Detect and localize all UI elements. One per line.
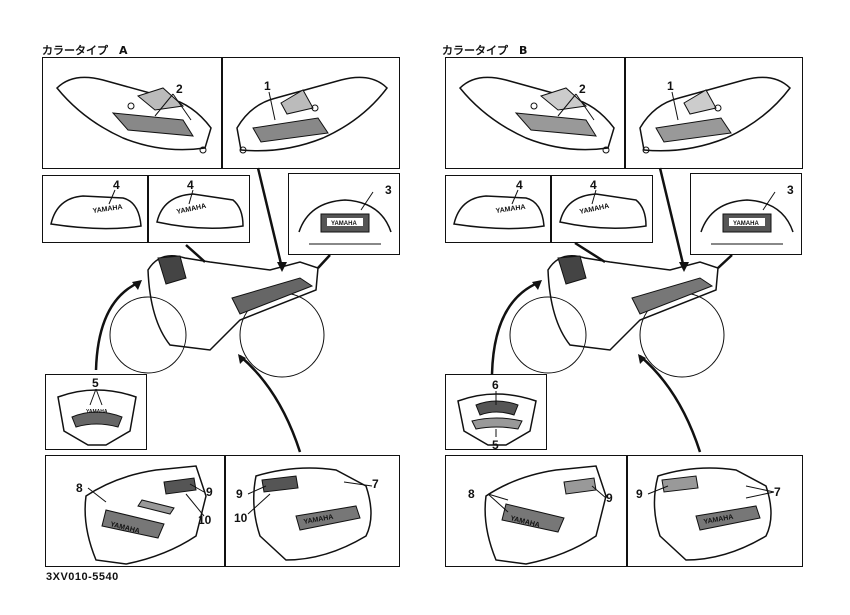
tank-panel-b: YAMAHA 4 YAMAHA 4 [445,175,653,243]
tail-panel-a: YAMAHA 3 [288,173,400,255]
callout-10b-a: 10 [234,511,248,525]
callout-2-a: 2 [176,82,183,96]
reference-code: 3XV010-5540 [46,571,119,583]
lower-cowl-panel-a: YAMAHA 8 9 10 YAMAHA 9 10 7 [45,455,400,567]
rear-cowl-left-shape [55,76,212,151]
tank-left-shape [50,195,142,230]
tail-panel-b: YAMAHA 3 [690,173,802,255]
callout-5-a: 5 [92,376,99,390]
callout-5-b: 5 [492,438,499,451]
callout-4b-b: 4 [590,178,597,192]
tank-right-logo: YAMAHA [176,203,207,216]
callout-9b-b: 9 [636,487,643,501]
rear-cowl-right-shape [236,76,388,152]
callout-3-b: 3 [787,183,794,197]
tank-left-logo-b: YAMAHA [495,204,526,215]
tail-logo-b: YAMAHA [733,221,759,227]
callout-4b-a: 4 [187,178,194,192]
callout-4a-a: 4 [113,178,120,192]
callout-7-b: 7 [774,485,781,499]
callout-10a-a: 10 [198,513,212,527]
diagram-b-title: カラータイプ B [442,44,528,57]
callout-7-a: 7 [372,477,379,491]
callout-9a-a: 9 [206,485,213,499]
tank-left-logo: YAMAHA [92,204,123,215]
tail-logo-a: YAMAHA [331,221,357,227]
rear-cowl-panel-a: 2 1 [42,57,400,169]
callout-9a-b: 9 [606,491,613,505]
callout-1-b: 1 [667,79,674,93]
callout-4a-b: 4 [516,178,523,192]
callout-8-b: 8 [468,487,475,501]
tank-panel-a: YAMAHA 4 YAMAHA 4 [42,175,250,243]
diagram-a-title: カラータイプ A [42,44,128,57]
callout-1-a: 1 [264,79,271,93]
callout-2-b: 2 [579,82,586,96]
tank-right-shape [156,193,244,229]
callout-6-b: 6 [492,378,499,392]
callout-9b-a: 9 [236,487,243,501]
callout-8-a: 8 [76,481,83,495]
tank-right-logo-b: YAMAHA [579,203,610,216]
front-logo-a: YAMAHA [86,409,108,415]
front-cowl-panel-b: 6 5 [445,374,547,451]
rear-cowl-panel-b: 2 1 [445,57,803,169]
lower-cowl-panel-b: YAMAHA 8 9 YAMAHA 9 7 [445,455,803,567]
callout-3-a: 3 [385,183,392,197]
front-cowl-panel-a: YAMAHA 5 [45,374,147,450]
